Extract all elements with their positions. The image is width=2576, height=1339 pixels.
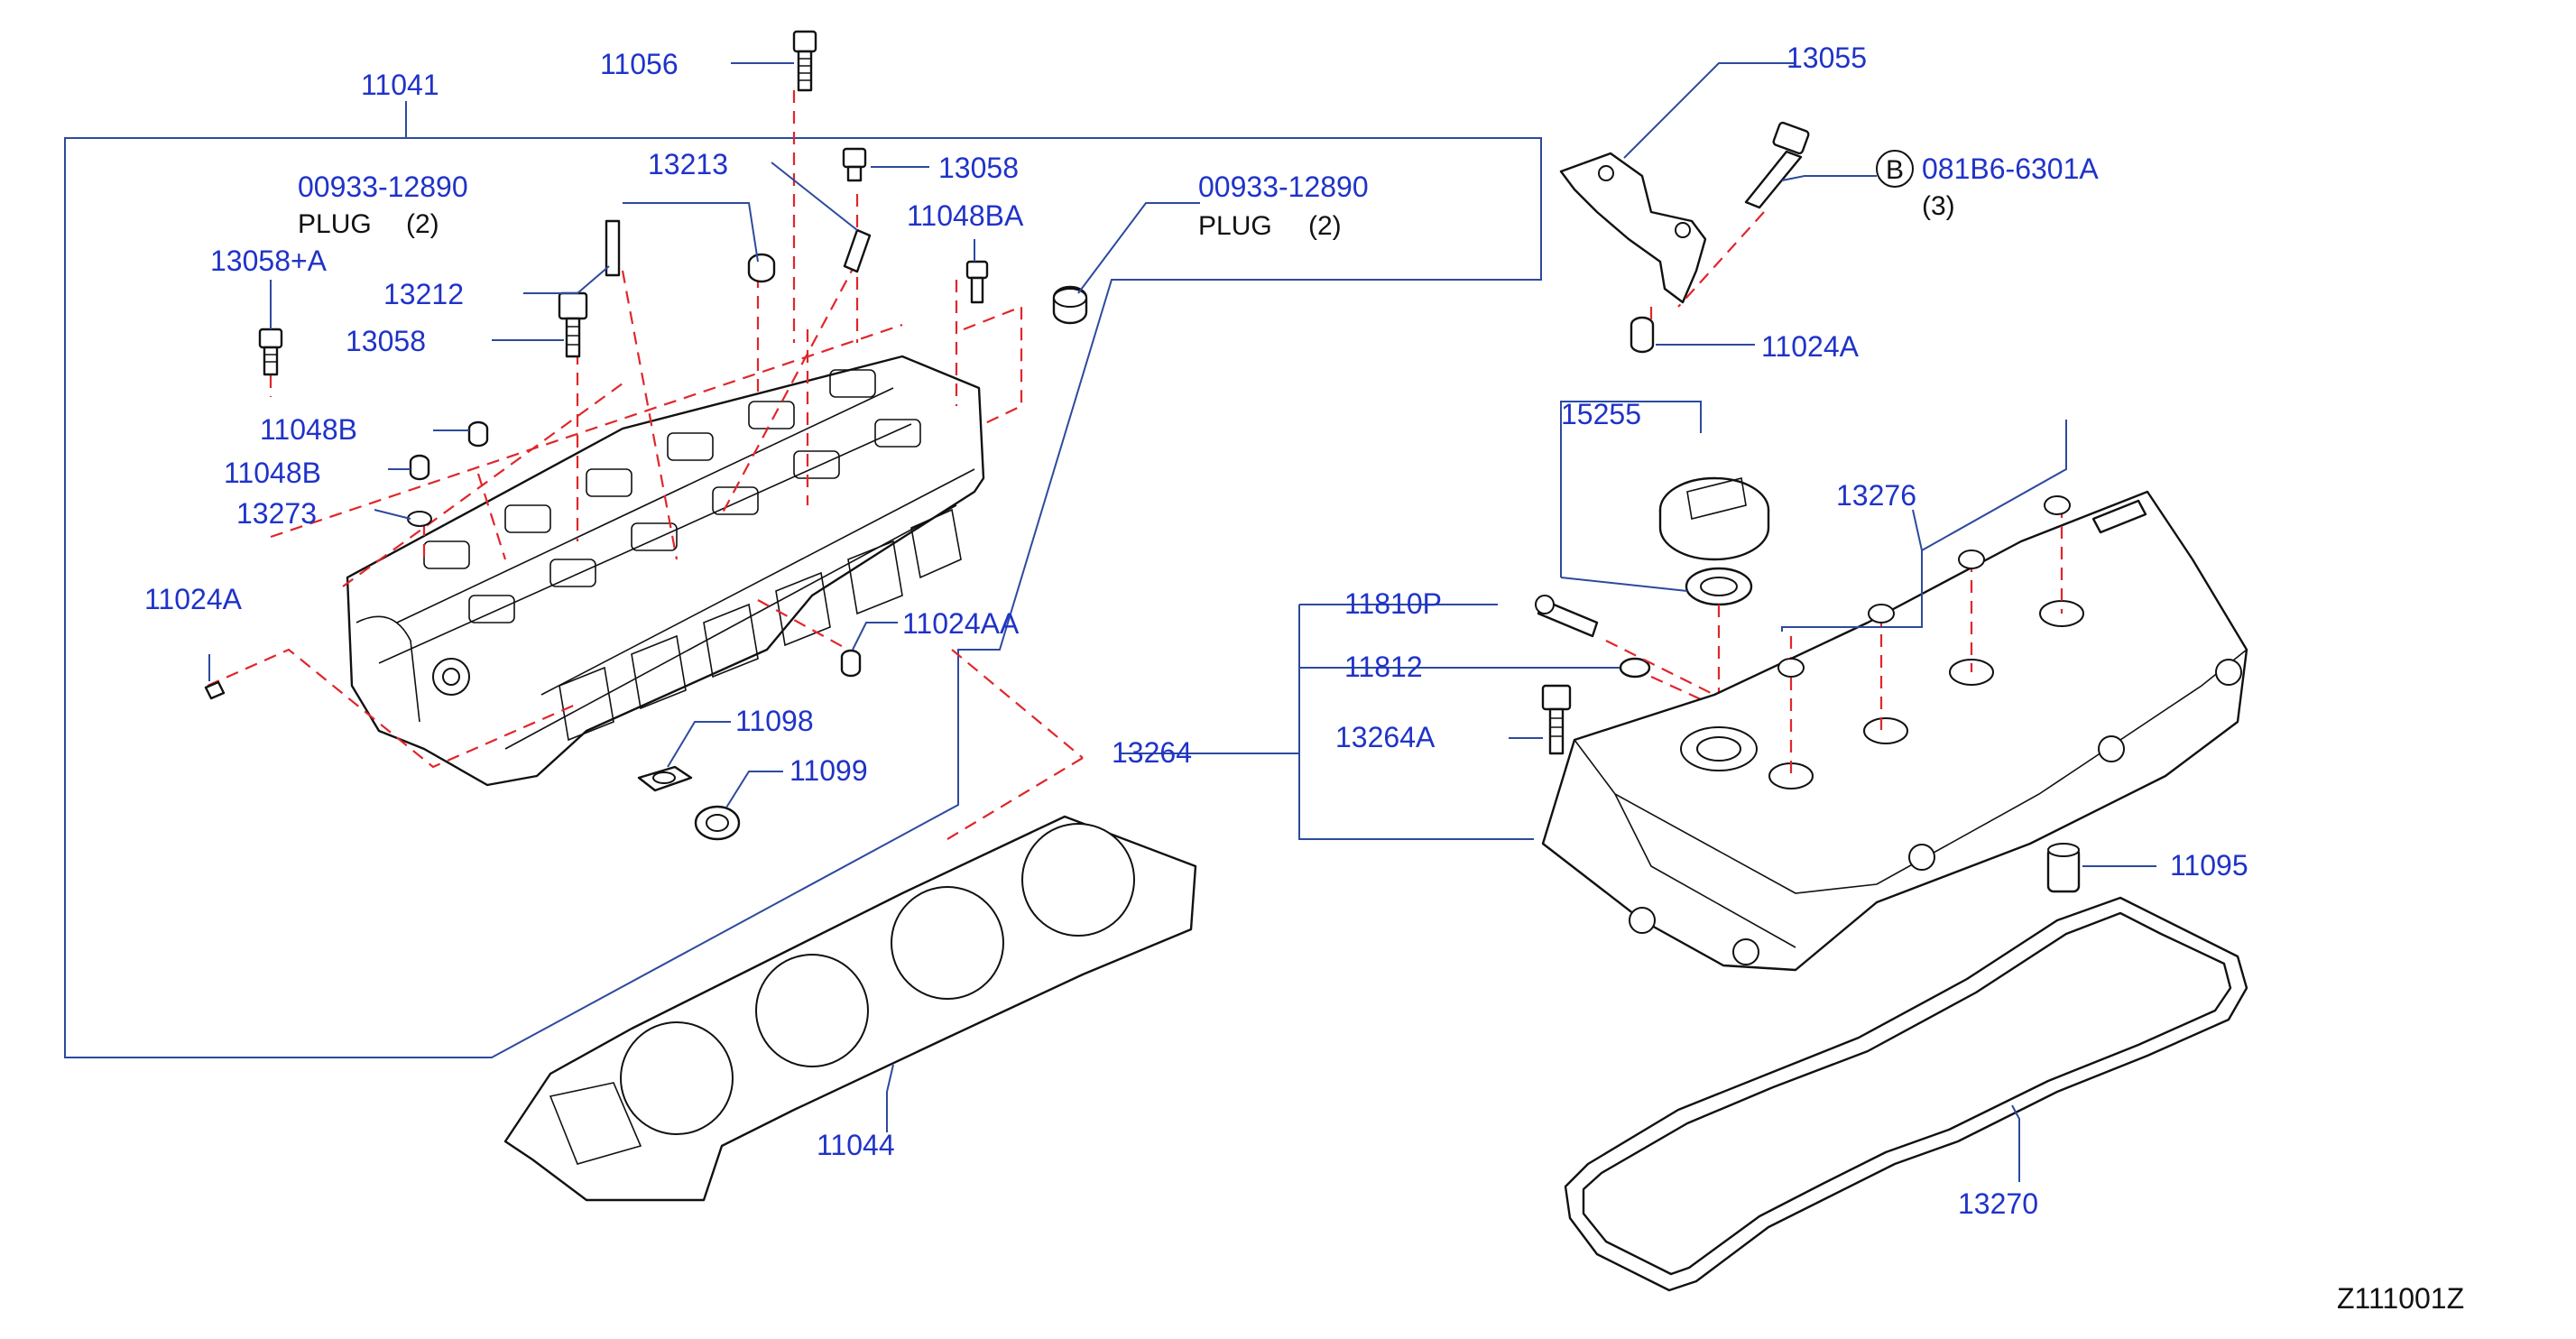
label-plug-left: PLUG (298, 209, 372, 239)
label-plug-right-qty: (2) (1308, 211, 1342, 241)
dowel-13212-icon (605, 219, 621, 277)
label-plug-left-qty: (2) (406, 209, 439, 239)
label-15255: 15255 (1561, 398, 1641, 430)
washer-13273-icon (407, 511, 432, 527)
label-13213: 13213 (648, 148, 728, 180)
pin-11048B-1-icon (467, 420, 489, 448)
label-11095: 11095 (2170, 849, 2248, 882)
label-11056: 11056 (600, 48, 679, 80)
cover-gasket-13270-icon (1564, 896, 2248, 1292)
bolt-11048BA-icon (965, 260, 989, 304)
label-11098: 11098 (735, 705, 814, 737)
dowel-13213-icon (843, 228, 872, 273)
label-081B6-qty: (3) (1922, 191, 1955, 221)
bolt-13058-top-icon (842, 147, 867, 182)
label-11024A-right: 11024A (1761, 330, 1860, 363)
cylinder-head-icon (346, 355, 985, 787)
dowel-11024A-right-icon (1630, 316, 1655, 354)
label-13270: 13270 (1958, 1187, 2038, 1220)
bolt-081B6-icon (1744, 121, 1810, 209)
seal-11099-icon (694, 805, 741, 841)
seal-washers-13276-icon (1777, 495, 2071, 678)
plug-right-icon (1052, 285, 1088, 325)
pcv-valve-11810P-icon (1535, 595, 1599, 638)
label-11099: 11099 (789, 754, 868, 787)
head-gasket-11044-icon (503, 815, 1197, 1202)
rocker-cover-13264-icon (1541, 490, 2248, 972)
label-11024A-left: 11024A (144, 583, 243, 615)
label-11812: 11812 (1344, 651, 1423, 683)
oil-filler-cap-15255-icon (1658, 476, 1770, 561)
label-00933-12890-left: 00933-12890 (298, 171, 468, 203)
label-11041: 11041 (361, 69, 439, 101)
label-13055: 13055 (1787, 42, 1867, 74)
diagram-code: Z111001Z (2337, 1282, 2464, 1315)
b-marker-circle (1876, 150, 1914, 188)
label-00933-12890-right: 00933-12890 (1198, 171, 1369, 203)
label-11810P: 11810P (1344, 587, 1442, 620)
label-13264A: 13264A (1335, 721, 1436, 753)
plug-left-icon (747, 253, 776, 283)
dowel-11024A-left-icon (204, 680, 226, 700)
seal-11098-icon (637, 765, 693, 792)
label-13058A: 13058+A (210, 245, 328, 277)
bolt-13058A-icon (258, 328, 283, 376)
pin-11048B-2-icon (409, 454, 430, 481)
grommet-11812-icon (1619, 657, 1651, 679)
label-plug-right: PLUG (1198, 211, 1272, 241)
sleeve-11095-icon (2046, 843, 2081, 893)
bolt-13058-mid-icon (558, 291, 588, 358)
label-13273: 13273 (236, 497, 317, 530)
label-11048B-1: 11048B (260, 413, 357, 446)
part-labels: 11041 11056 13058 13213 00933-12890 PLUG… (144, 42, 2464, 1315)
label-13058-mid: 13058 (346, 325, 426, 357)
label-b-marker: B (1886, 155, 1904, 185)
label-13058-top: 13058 (938, 152, 1019, 184)
oil-filler-seal-icon (1685, 567, 1753, 606)
bolt-11056-icon (792, 30, 817, 92)
label-13212: 13212 (383, 278, 464, 310)
assembly-frame-11041 (64, 137, 1542, 1058)
label-11044: 11044 (817, 1129, 895, 1161)
leader-lines (208, 62, 2156, 1182)
label-081B6-6301A: 081B6-6301A (1922, 152, 2099, 185)
bracket-13055-icon (1559, 152, 1707, 304)
pin-11024AA-icon (840, 649, 862, 678)
bolt-13264A-icon (1541, 684, 1572, 755)
label-11048BA: 11048BA (907, 199, 1024, 232)
label-13264: 13264 (1112, 736, 1192, 769)
label-11024AA: 11024AA (902, 607, 1020, 640)
label-11048B-2: 11048B (224, 457, 321, 489)
label-13276: 13276 (1836, 479, 1916, 512)
